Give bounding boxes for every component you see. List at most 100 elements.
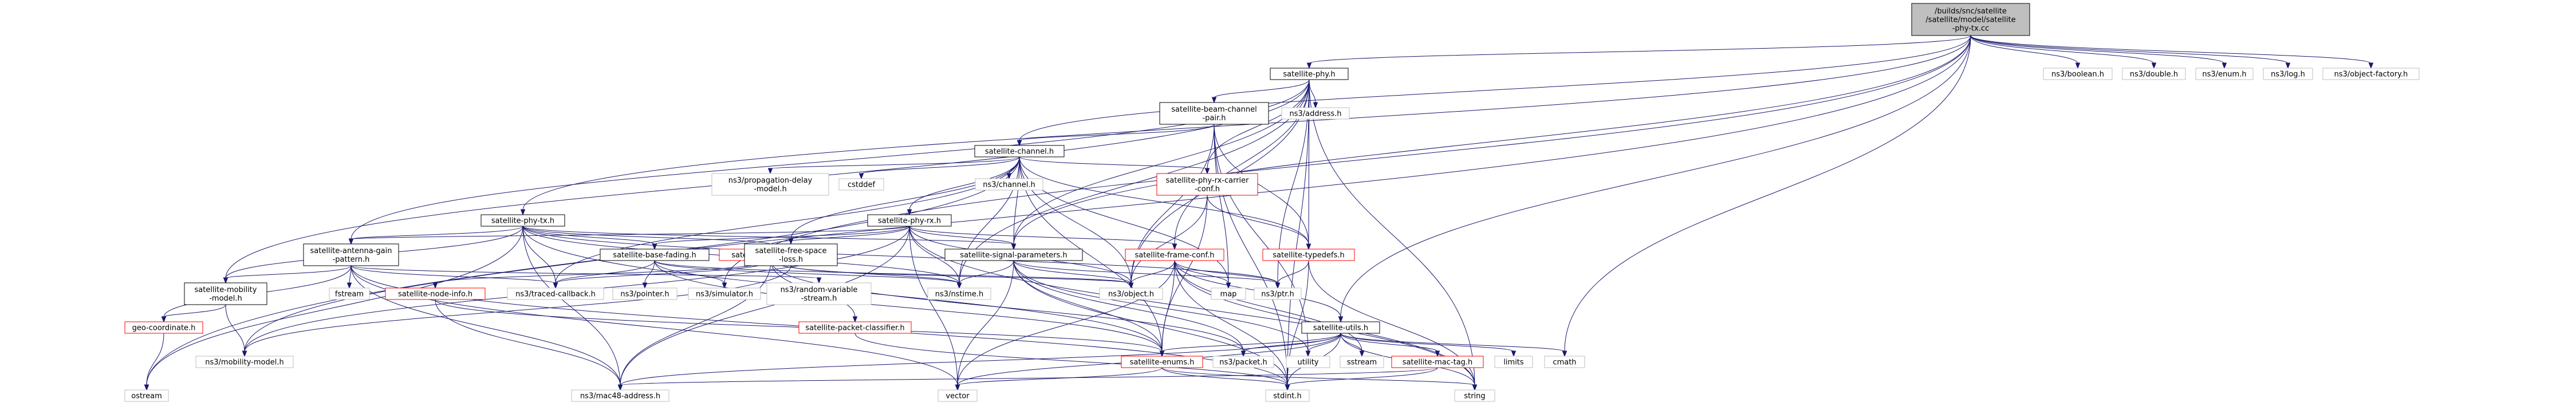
node-box (867, 214, 952, 227)
node-address: ns3/address.h (1281, 107, 1350, 120)
node-label: limits (1503, 358, 1524, 367)
node-box (975, 178, 1043, 191)
nodes-layer: /builds/snc/satellite/satellite/model/sa… (124, 3, 2420, 402)
edge-phyrx-to-antenna (348, 226, 910, 245)
node-mobility[interactable]: satellite-mobility-model.h (184, 282, 267, 305)
node-box (124, 321, 203, 334)
node-phy[interactable]: satellite-phy.h (1270, 68, 1349, 80)
node-label: satellite-antenna-gain (310, 247, 392, 255)
edge-phy-to-beam (1211, 79, 1310, 104)
node-label: satellite-utils.h (1313, 324, 1368, 333)
node-box (1265, 389, 1310, 402)
node-box (303, 243, 399, 266)
node-pktclass[interactable]: satellite-packet-classifier.h (798, 321, 912, 334)
node-box (798, 321, 912, 334)
edge-phytx-to-antenna (348, 226, 523, 245)
node-phyrx[interactable]: satellite-phy-rx.h (867, 214, 952, 227)
node-beam[interactable]: satellite-beam-channel-pair.h (1159, 102, 1269, 125)
node-log: ns3/log.h (2263, 68, 2313, 80)
node-label: ns3/enum.h (2202, 70, 2246, 79)
node-box (2043, 68, 2113, 80)
node-label: ns3/address.h (1289, 110, 1341, 119)
node-sigparams[interactable]: satellite-signal-parameters.h (944, 249, 1083, 261)
node-phytx[interactable]: satellite-phy-tx.h (480, 214, 565, 227)
node-channel[interactable]: satellite-channel.h (974, 145, 1065, 157)
node-traced: ns3/traced-callback.h (507, 287, 604, 300)
node-box (1270, 68, 1349, 80)
node-label: ns3/channel.h (983, 181, 1035, 190)
edge-channel-to-phyrx (907, 156, 1020, 216)
node-label: ostream (131, 392, 162, 401)
node-label: ns3/double.h (2130, 70, 2178, 79)
node-label: satellite-base-fading.h (613, 251, 696, 260)
edge-root-to-phy (1306, 35, 1971, 69)
node-box (2322, 68, 2420, 80)
node-box (744, 243, 838, 266)
node-nstime: ns3/nstime.h (927, 287, 991, 300)
node-nodeinfo[interactable]: satellite-node-info.h (385, 287, 486, 300)
node-root[interactable]: /builds/snc/satellite/satellite/model/sa… (1911, 3, 2030, 36)
node-label: satellite-packet-classifier.h (805, 324, 904, 333)
node-frameconf[interactable]: satellite-frame-conf.h (1125, 249, 1224, 261)
node-box (1286, 356, 1330, 368)
node-utils[interactable]: satellite-utils.h (1301, 321, 1380, 334)
node-label: satellite-frame-conf.h (1135, 251, 1214, 260)
edge-sigparams-to-stdint (1013, 260, 1290, 391)
node-double: ns3/double.h (2122, 68, 2186, 80)
node-box (1125, 249, 1224, 261)
edge-beam-to-channel (1017, 124, 1215, 147)
node-label: -phy-tx.cc (1952, 25, 1990, 33)
node-box (1391, 356, 1484, 368)
node-box (927, 287, 991, 300)
node-freespace[interactable]: satellite-free-space-loss.h (744, 243, 838, 266)
node-pinteger: ns3/pointer.h (612, 287, 678, 300)
edge-utils-to-mactag (1340, 333, 1440, 357)
node-objfac: ns3/object-factory.h (2322, 68, 2420, 80)
node-label: -conf.h (1195, 185, 1220, 194)
edge-channel-to-propdelay (767, 156, 1020, 175)
node-enums[interactable]: satellite-enums.h (1121, 356, 1203, 368)
node-mactag[interactable]: satellite-mac-tag.h (1391, 356, 1484, 368)
node-label: satellite-beam-channel (1171, 105, 1257, 114)
node-packet: ns3/packet.h (1212, 356, 1274, 368)
node-box (612, 287, 678, 300)
node-box (329, 287, 370, 300)
node-box (195, 356, 294, 368)
node-randvar: ns3/random-variable-stream.h (766, 282, 872, 305)
node-label: ns3/ptr.h (1261, 290, 1294, 299)
node-box (1281, 107, 1350, 120)
node-label: ns3/simulator.h (696, 290, 753, 299)
node-label: satellite-mac-tag.h (1403, 358, 1473, 367)
edge-rxcarrier-to-enums (1159, 195, 1208, 357)
edge-antenna-to-mac48 (350, 265, 623, 391)
node-ns3chan: ns3/channel.h (975, 178, 1043, 191)
node-label: -pattern.h (333, 255, 370, 264)
edge-mactag-to-mac48 (617, 367, 1438, 391)
edge-utils-to-enums (1159, 333, 1341, 357)
node-box (1301, 321, 1380, 334)
node-label: satellite-signal-parameters.h (960, 251, 1067, 260)
node-map: map (1211, 287, 1246, 300)
node-box (1121, 356, 1203, 368)
edge-antenna-to-mobility (223, 265, 352, 284)
node-typedefs[interactable]: satellite-typedefs.h (1262, 249, 1355, 261)
node-box (1340, 356, 1384, 368)
node-basefading[interactable]: satellite-base-fading.h (600, 249, 710, 261)
node-box (507, 287, 604, 300)
node-box (1159, 102, 1269, 125)
node-label: /satellite/model/satellite (1925, 16, 2015, 25)
node-label: ns3/boolean.h (2051, 70, 2104, 79)
node-label: -loss.h (779, 255, 803, 264)
node-box (1911, 3, 2030, 36)
node-box (1099, 287, 1163, 300)
node-box (571, 389, 669, 402)
edge-sigparams-to-object (1013, 260, 1134, 289)
node-label: satellite-phy-rx-carrier (1165, 176, 1249, 185)
node-rxcarrier[interactable]: satellite-phy-rx-carrier-conf.h (1156, 173, 1258, 196)
edge-beam-to-object (1128, 124, 1215, 289)
node-antenna[interactable]: satellite-antenna-gain-pattern.h (303, 243, 399, 266)
edge-sigparams-to-utility (1013, 260, 1311, 357)
node-stdint: stdint.h (1265, 389, 1310, 402)
node-label: utility (1298, 358, 1319, 367)
node-geo[interactable]: geo-coordinate.h (124, 321, 203, 334)
